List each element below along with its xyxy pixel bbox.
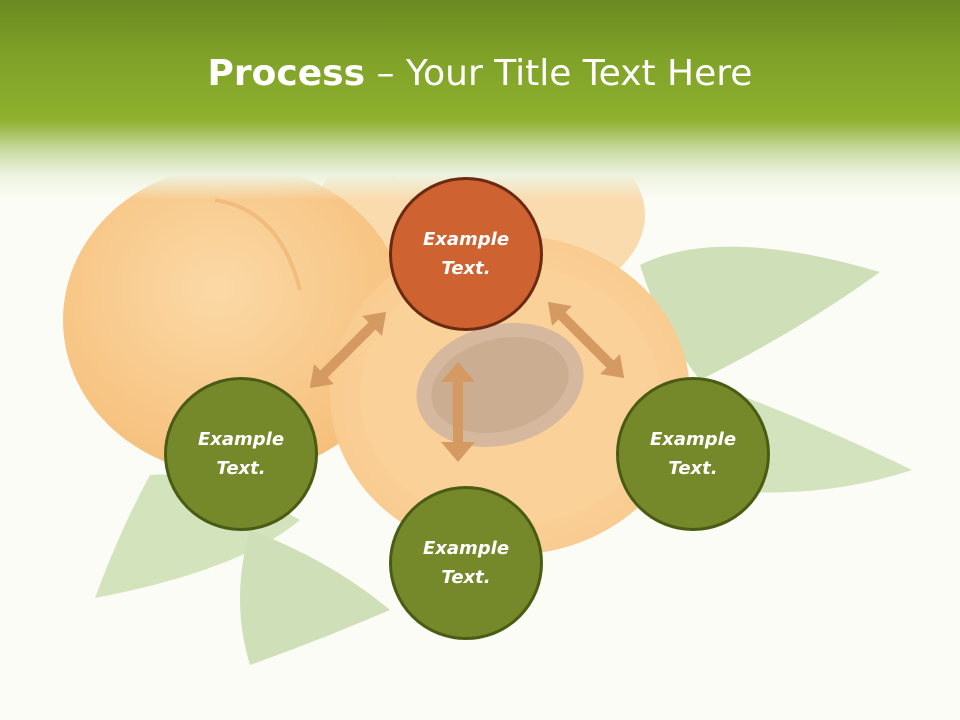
process-node-bottom: Example Text. — [389, 486, 543, 640]
title-bold: Process — [207, 53, 366, 94]
process-node-top: Example Text. — [389, 177, 543, 331]
arrow-top-right — [547, 301, 625, 379]
arrow-vertical — [441, 362, 475, 462]
process-node-right: Example Text. — [616, 377, 770, 531]
node-top-label: Example Text. — [422, 229, 510, 279]
node-bottom-label: Example Text. — [422, 538, 510, 588]
node-right-label: Example Text. — [649, 429, 737, 479]
arrow-top-left — [309, 311, 387, 389]
node-left-label: Example Text. — [197, 429, 285, 479]
slide-title: Process – Your Title Text Here — [0, 52, 960, 96]
title-rest: – Your Title Text Here — [365, 53, 753, 94]
process-node-left: Example Text. — [164, 377, 318, 531]
title-bar — [0, 0, 960, 200]
